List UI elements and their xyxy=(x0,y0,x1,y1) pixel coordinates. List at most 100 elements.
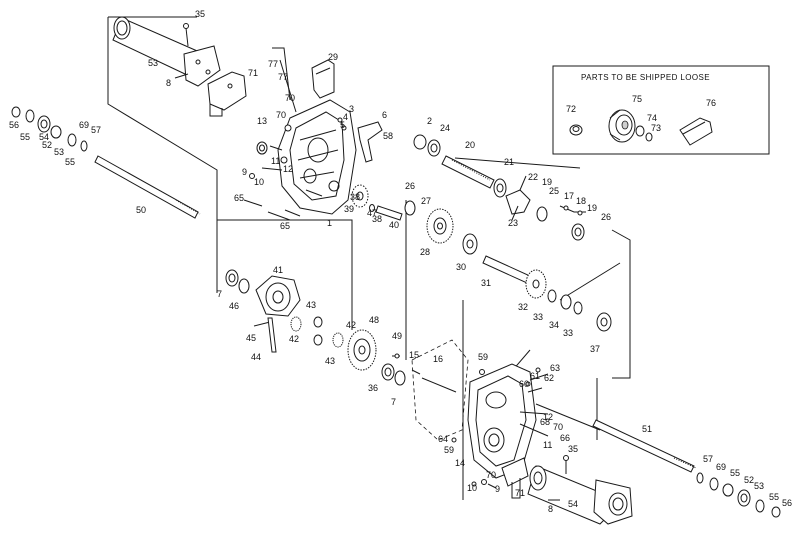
callout-label-53c: 53 xyxy=(754,481,764,491)
callout-label-54a: 54 xyxy=(39,132,49,142)
callout-label-69a: 69 xyxy=(79,120,89,130)
callout-label-44: 44 xyxy=(251,352,261,362)
callout-label-74: 74 xyxy=(647,113,657,123)
callout-label-61: 61 xyxy=(530,371,540,381)
callout-label-70b: 70 xyxy=(276,110,286,120)
callout-label-4: 4 xyxy=(343,112,348,122)
callout-label-42b: 42 xyxy=(289,334,299,344)
callout-label-41: 41 xyxy=(273,265,283,275)
callout-label-46: 46 xyxy=(229,301,239,311)
shift-arm-6 xyxy=(357,121,383,163)
callout-label-70a: 70 xyxy=(285,93,295,103)
callout-label-49: 49 xyxy=(392,331,402,341)
callout-label-39: 39 xyxy=(344,204,354,214)
callout-label-33a: 33 xyxy=(533,312,543,322)
callout-label-28: 28 xyxy=(420,247,430,257)
callout-label-25: 25 xyxy=(549,186,559,196)
upper-case-1 xyxy=(243,47,357,221)
bearing-13 xyxy=(256,141,268,155)
axle-shaft-50 xyxy=(94,155,201,219)
bearing-26-right xyxy=(571,223,585,241)
callout-label-32: 32 xyxy=(518,302,528,312)
callout-label-76: 76 xyxy=(706,98,716,108)
callout-label-73: 73 xyxy=(651,123,661,133)
callout-label-35a: 35 xyxy=(195,9,205,19)
shaft-40 xyxy=(369,204,403,221)
gear-21 xyxy=(493,178,507,198)
gear-28 xyxy=(426,208,454,244)
callout-label-77a: 77 xyxy=(268,59,278,69)
callout-label-45: 45 xyxy=(246,333,256,343)
callout-label-13: 13 xyxy=(257,116,267,126)
callout-label-55b: 55 xyxy=(65,157,75,167)
callout-label-58: 58 xyxy=(383,131,393,141)
callout-label-60: 60 xyxy=(519,379,529,389)
callout-label-20: 20 xyxy=(465,140,475,150)
callout-label-63: 63 xyxy=(550,363,560,373)
callout-label-38b: 38 xyxy=(372,214,382,224)
callout-label-14: 14 xyxy=(455,458,465,468)
callout-label-71b: 71 xyxy=(515,488,525,498)
callout-label-51: 51 xyxy=(642,424,652,434)
gasket-64 xyxy=(411,339,469,441)
callout-label-8b: 8 xyxy=(548,504,553,514)
bearing-25 xyxy=(536,206,548,222)
callout-label-30: 30 xyxy=(456,262,466,272)
callout-label-34: 34 xyxy=(549,320,559,330)
callout-label-10a: 10 xyxy=(254,177,264,187)
gear-32 xyxy=(525,269,547,299)
callout-label-10b: 10 xyxy=(467,483,477,493)
callout-label-59b: 59 xyxy=(444,445,454,455)
callout-label-59a: 59 xyxy=(478,352,488,362)
callout-label-65a: 65 xyxy=(234,193,244,203)
bracket-part-76 xyxy=(679,117,713,146)
callout-label-54b: 54 xyxy=(568,499,578,509)
washer-part-74-73 xyxy=(635,125,653,142)
callout-label-33b: 33 xyxy=(563,328,573,338)
callout-label-16: 16 xyxy=(433,354,443,364)
callout-label-50: 50 xyxy=(136,205,146,215)
bearing-26-left xyxy=(404,200,416,216)
callout-label-7b: 7 xyxy=(391,397,396,407)
callout-label-27: 27 xyxy=(421,196,431,206)
callout-label-9b: 9 xyxy=(495,484,500,494)
callout-label-7a: 7 xyxy=(217,289,222,299)
callout-label-75: 75 xyxy=(632,94,642,104)
callout-label-62: 62 xyxy=(544,373,554,383)
small-hardware-upper xyxy=(249,117,347,179)
callout-label-19a: 19 xyxy=(542,177,552,187)
callout-label-36: 36 xyxy=(368,383,378,393)
callout-label-72: 72 xyxy=(566,104,576,114)
callout-label-70d: 70 xyxy=(486,470,496,480)
callout-label-43b: 43 xyxy=(325,356,335,366)
callout-label-43a: 43 xyxy=(306,300,316,310)
bracket-part-29 xyxy=(311,59,335,99)
callout-label-11: 11 xyxy=(271,156,280,166)
axle-housing-lower xyxy=(527,455,633,525)
callout-label-55d: 55 xyxy=(769,492,779,502)
callout-label-69b: 69 xyxy=(716,462,726,472)
callout-label-70c: 70 xyxy=(553,422,563,432)
spacers-33-34 xyxy=(547,289,583,315)
callout-label-24: 24 xyxy=(440,123,450,133)
detent-17-18-19 xyxy=(559,205,586,216)
callout-label-21: 21 xyxy=(504,157,514,167)
callout-label-47: 47 xyxy=(367,208,377,218)
differential-carrier-41 xyxy=(255,275,301,317)
callout-label-19b: 19 xyxy=(587,203,597,213)
bolt-49 xyxy=(392,353,400,359)
callout-label-5: 5 xyxy=(340,120,345,130)
axle-hardware-left xyxy=(11,106,88,152)
callout-label-42a: 42 xyxy=(346,320,356,330)
callout-label-57b: 57 xyxy=(703,454,713,464)
callout-label-18: 18 xyxy=(576,196,586,206)
callout-label-57a: 57 xyxy=(91,125,101,135)
axle-housing-upper xyxy=(112,16,221,87)
callout-label-64: 64 xyxy=(438,434,448,444)
shift-fork-23 xyxy=(505,175,531,221)
bracket-71-upper xyxy=(207,71,247,117)
callout-label-38a: 38 xyxy=(350,192,360,202)
bearing-37 xyxy=(596,312,612,332)
